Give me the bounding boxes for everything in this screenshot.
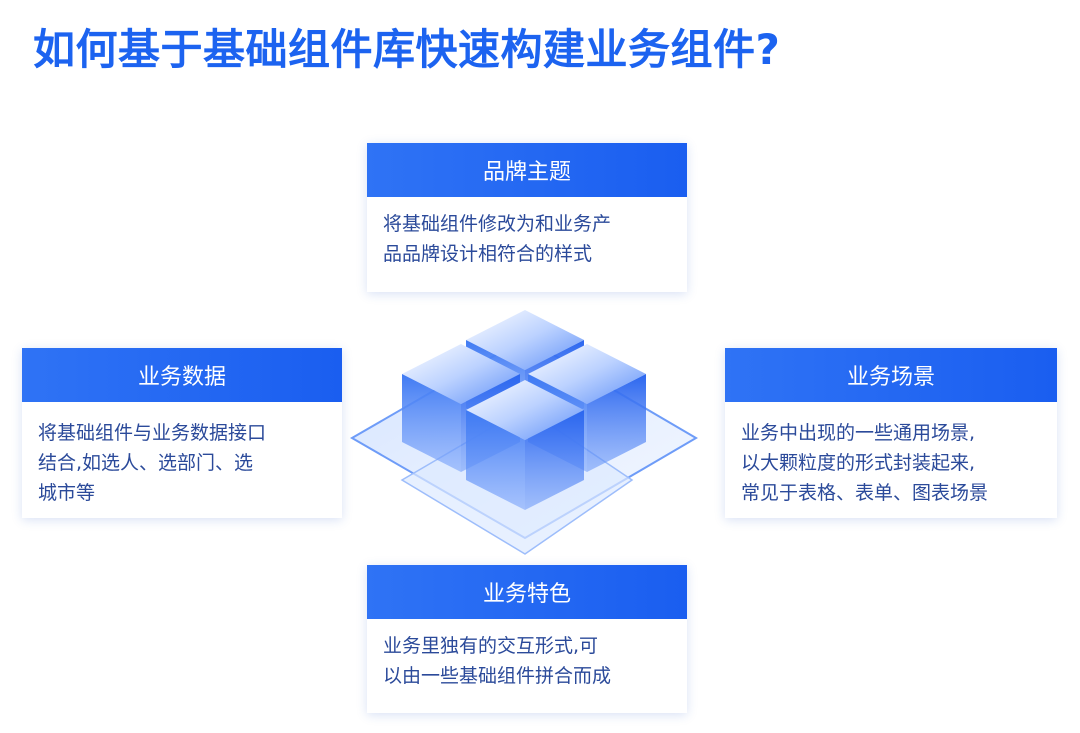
card-description-line: 将基础组件与业务数据接口 xyxy=(38,422,267,444)
card-heading: 业务特色 xyxy=(367,565,687,619)
card-business-feature: 业务特色 业务里独有的交互形式,可 以由一些基础组件拼合而成 xyxy=(367,565,687,713)
card-description-line: 常见于表格、表单、图表场景 xyxy=(741,482,989,504)
card-heading: 业务数据 xyxy=(22,348,342,402)
blue-cubes-stack-icon xyxy=(350,310,698,555)
card-business-data: 业务数据 将基础组件与业务数据接口 结合,如选人、选部门、选 城市等 xyxy=(22,348,342,518)
card-heading: 品牌主题 xyxy=(367,143,687,197)
card-description-line: 业务里独有的交互形式,可 xyxy=(383,635,599,657)
card-brand-theme: 品牌主题 将基础组件修改为和业务产 品品牌设计相符合的样式 xyxy=(367,143,687,292)
card-description: 将基础组件修改为和业务产 品品牌设计相符合的样式 xyxy=(367,197,687,269)
card-business-scenario: 业务场景 业务中出现的一些通用场景, 以大颗粒度的形式封装起来, 常见于表格、表… xyxy=(725,348,1057,518)
card-description-line: 业务中出现的一些通用场景, xyxy=(741,422,976,444)
card-description: 业务里独有的交互形式,可 以由一些基础组件拼合而成 xyxy=(367,619,687,691)
card-description-line: 城市等 xyxy=(38,482,96,504)
cube-front xyxy=(466,380,584,510)
card-description-line: 结合,如选人、选部门、选 xyxy=(38,452,254,474)
card-description: 将基础组件与业务数据接口 结合,如选人、选部门、选 城市等 xyxy=(22,402,342,508)
card-description-line: 将基础组件修改为和业务产 xyxy=(383,213,612,235)
card-description-line: 品品牌设计相符合的样式 xyxy=(383,243,593,265)
page-title: 如何基于基础组件库快速构建业务组件? xyxy=(33,25,781,74)
card-description-line: 以由一些基础组件拼合而成 xyxy=(383,665,612,687)
card-description: 业务中出现的一些通用场景, 以大颗粒度的形式封装起来, 常见于表格、表单、图表场… xyxy=(725,402,1057,508)
card-description-line: 以大颗粒度的形式封装起来, xyxy=(741,452,976,474)
card-heading: 业务场景 xyxy=(725,348,1057,402)
